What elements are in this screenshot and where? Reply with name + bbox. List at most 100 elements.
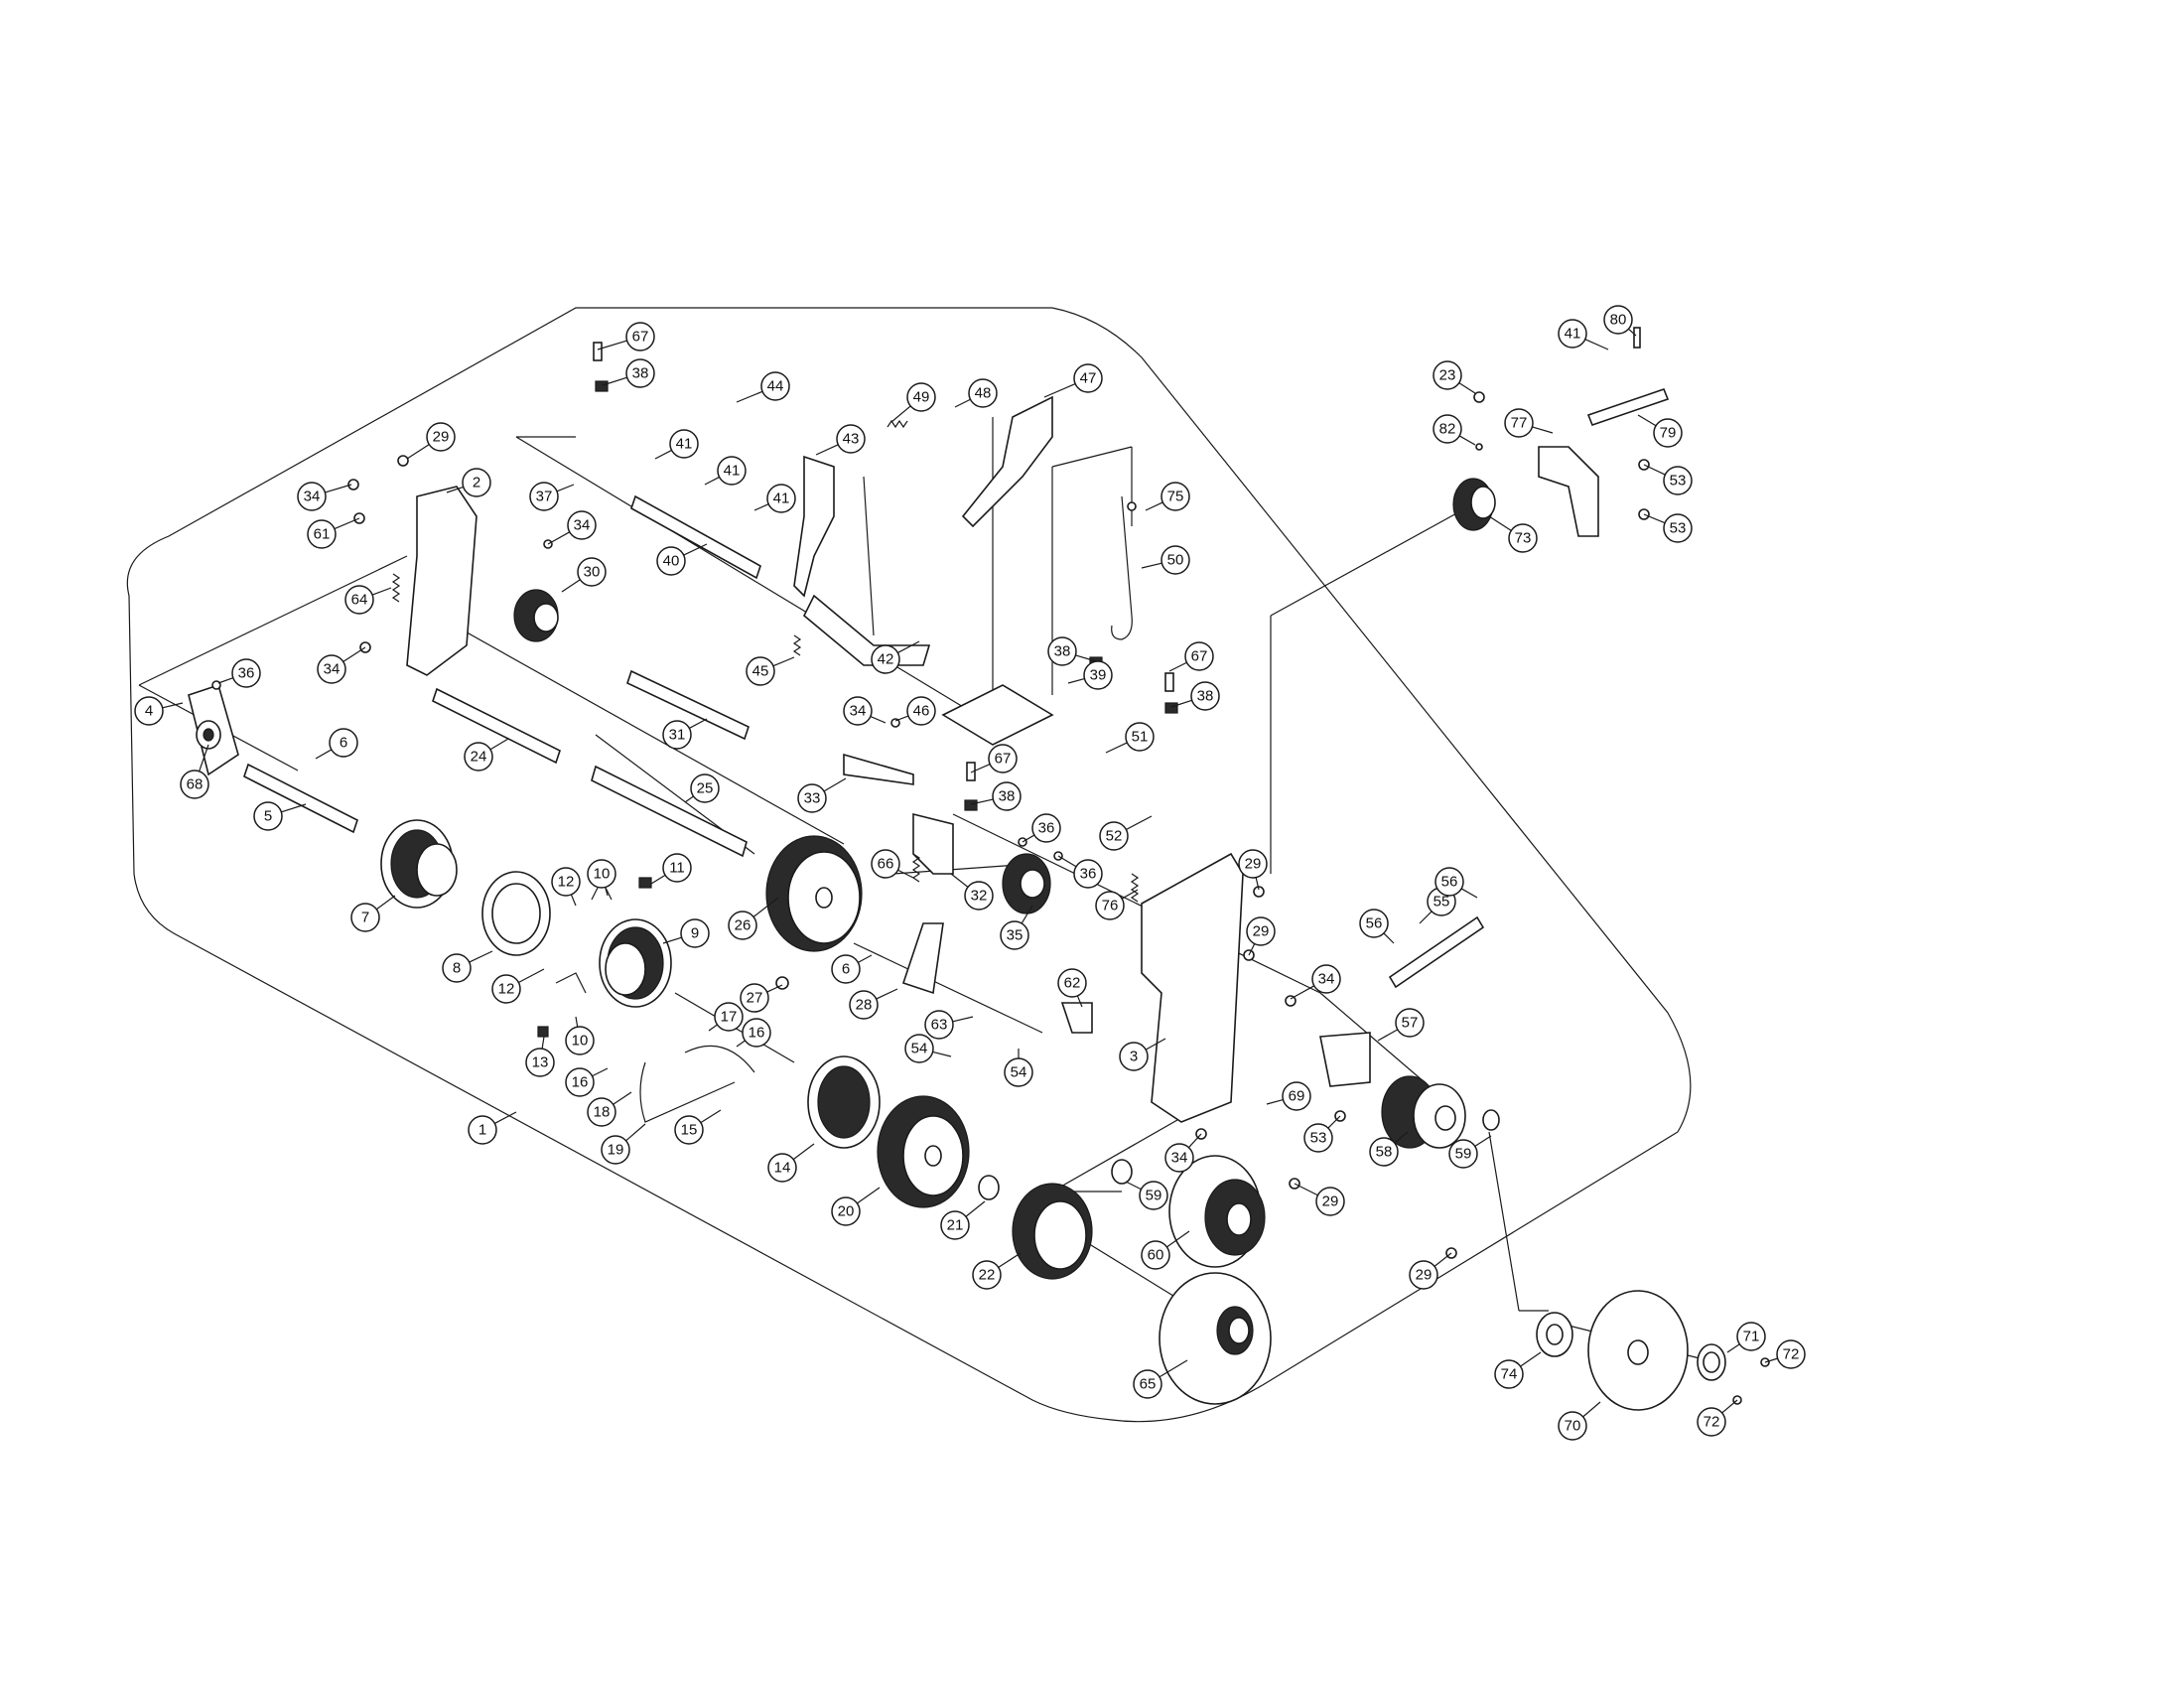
callout-77: 77	[1504, 408, 1554, 438]
callout-bubble	[1395, 1008, 1425, 1038]
callout-label: 29	[1253, 923, 1270, 940]
callout-2: 2	[446, 468, 491, 497]
callout-leader	[1721, 1399, 1738, 1414]
spring-45	[792, 634, 802, 656]
plate-2	[406, 486, 478, 676]
callout-leader	[1290, 985, 1315, 1000]
hardware	[211, 327, 1770, 1405]
callout-label: 59	[1455, 1146, 1472, 1163]
callout-leader	[371, 587, 392, 596]
callout-38: 38	[970, 781, 1022, 811]
callout-leader	[766, 984, 783, 993]
callout-label: 54	[911, 1041, 928, 1057]
callout-leader	[1474, 1135, 1492, 1147]
callout-63: 63	[924, 1010, 974, 1040]
callout-leader	[375, 895, 396, 911]
callout-label: 36	[238, 665, 255, 682]
callout-label: 62	[1064, 975, 1081, 992]
callout-leader	[494, 1111, 517, 1124]
callout-10: 10	[565, 1016, 595, 1055]
bracket-62	[1060, 1002, 1093, 1034]
callout-61: 61	[307, 517, 360, 549]
callout-bubble	[1238, 849, 1268, 879]
callout-leader	[1057, 855, 1077, 868]
callout-label: 73	[1515, 530, 1532, 547]
callout-label: 21	[947, 1217, 964, 1234]
callout-40: 40	[656, 543, 708, 576]
callout-label: 76	[1102, 898, 1119, 914]
callout-41: 41	[704, 456, 747, 486]
screw-67	[593, 342, 603, 361]
callout-leader	[1643, 464, 1666, 476]
callout-35: 35	[1000, 905, 1033, 950]
callout-label: 5	[264, 808, 272, 825]
callout-leader	[406, 444, 430, 460]
callout-label: 1	[478, 1122, 486, 1139]
callout-leader	[752, 897, 779, 917]
callout-label: 37	[536, 489, 553, 505]
callout-6: 6	[315, 728, 358, 760]
key-13	[537, 1026, 549, 1038]
callout-label: 43	[843, 431, 860, 448]
callout-label: 12	[498, 981, 515, 998]
callout-bubble	[662, 853, 692, 883]
callout-label: 38	[1054, 643, 1071, 660]
callout-leader	[954, 398, 971, 408]
callout-22: 22	[972, 1252, 1022, 1290]
callout-leader	[1377, 1029, 1399, 1042]
callout-bubble	[1558, 1411, 1587, 1441]
disc-60	[1168, 1155, 1266, 1268]
screw-67b	[1164, 672, 1174, 692]
callout-bubble	[906, 696, 936, 726]
callout-37: 37	[529, 482, 575, 511]
callout-label: 12	[558, 874, 575, 891]
shaft-24	[432, 687, 561, 765]
callout-bubble	[1099, 821, 1129, 851]
callout-label: 11	[669, 860, 685, 877]
callout-75: 75	[1145, 482, 1190, 511]
callout-leader	[1643, 513, 1666, 524]
callout-label: 55	[1433, 894, 1450, 911]
callout-bubble	[680, 918, 710, 948]
leader-lines	[138, 417, 1708, 1361]
callout-label: 38	[999, 788, 1016, 805]
callout-bubble	[940, 1210, 970, 1240]
callout-16: 16	[565, 1067, 609, 1097]
callout-bubble	[1031, 813, 1061, 843]
callout-leader	[858, 954, 873, 963]
callout-1: 1	[468, 1111, 517, 1145]
callout-label: 53	[1670, 520, 1687, 537]
callout-29: 29	[1409, 1252, 1452, 1290]
callout-label: 63	[931, 1017, 948, 1034]
callout-leader	[1067, 678, 1085, 684]
callout-label: 47	[1080, 370, 1097, 387]
callout-71: 71	[1726, 1322, 1766, 1353]
callout-59: 59	[1125, 1181, 1168, 1210]
callout-79: 79	[1637, 414, 1683, 448]
callout-leader	[1166, 1230, 1190, 1248]
callout-bubble	[1184, 641, 1214, 671]
callout-leader	[1394, 1131, 1409, 1144]
callout-bubble	[760, 371, 790, 401]
callout-leader	[217, 677, 234, 684]
callout-label: 38	[1197, 688, 1214, 705]
callout-bubble	[577, 557, 607, 587]
callout-label: 49	[913, 389, 930, 406]
callout-leader	[704, 476, 720, 486]
callout-58: 58	[1369, 1131, 1409, 1167]
callout-label: 10	[572, 1033, 589, 1050]
callout-leader	[700, 1109, 722, 1124]
hook-50	[1111, 495, 1133, 640]
callout-bubble	[1433, 414, 1462, 444]
callout-bubble	[344, 585, 374, 615]
callout-bubble	[529, 482, 559, 511]
callout-leader	[1419, 911, 1433, 924]
shaft-79	[1586, 387, 1670, 427]
callout-bubble	[717, 456, 747, 486]
callout-label: 2	[473, 475, 480, 491]
callout-label: 44	[767, 378, 784, 395]
callout-bubble	[690, 773, 720, 803]
callout-bubble	[1697, 1407, 1726, 1437]
callout-bubble	[728, 911, 757, 940]
callout-label: 16	[572, 1074, 589, 1091]
